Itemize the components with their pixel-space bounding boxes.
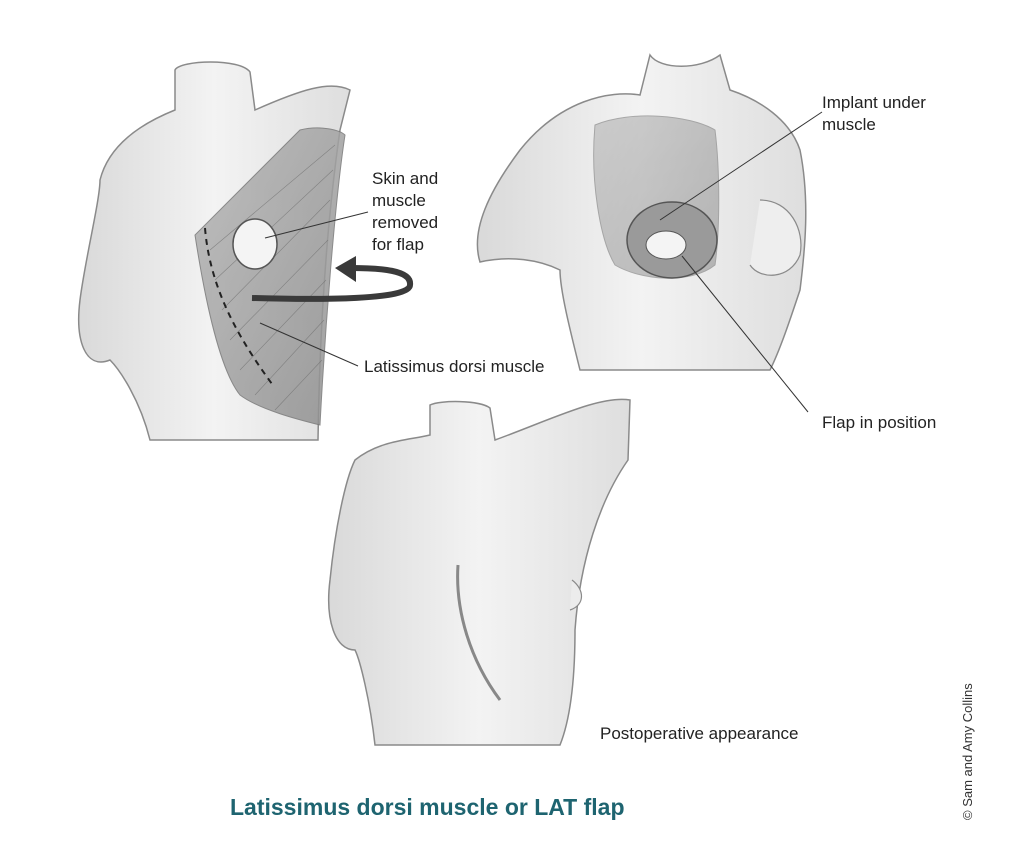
arrow-head — [335, 256, 356, 282]
label-implant-under-muscle: Implant under muscle — [822, 93, 926, 134]
label-skin-muscle-removed: Skin and muscle removed for flap — [372, 169, 439, 254]
leader-line-implant — [659, 111, 823, 221]
implant — [645, 230, 687, 260]
label-flap-in-position: Flap in position — [822, 413, 937, 432]
latissimus-muscle — [194, 127, 346, 426]
leader-line-lat — [259, 322, 359, 367]
copyright-notice: © Sam and Amy Collins — [960, 683, 975, 820]
leader-line-skin — [264, 211, 369, 239]
flap-excision-area — [232, 218, 278, 270]
label-postoperative: Postoperative appearance — [600, 724, 799, 743]
postop-torso — [328, 398, 631, 746]
front-view-illustration — [476, 53, 823, 413]
flap-transfer-arrow — [251, 265, 413, 302]
muscle-fibers — [209, 144, 336, 411]
postop-view-illustration — [328, 398, 631, 746]
postop-breast — [569, 579, 583, 611]
incision-line — [204, 227, 273, 385]
label-latissimus-dorsi: Latissimus dorsi muscle — [364, 357, 545, 376]
breast — [749, 199, 802, 276]
figure-title: Latissimus dorsi muscle or LAT flap — [230, 794, 625, 820]
postop-scar — [456, 564, 502, 701]
leader-line-flap — [681, 255, 809, 413]
back-view-illustration — [78, 61, 413, 441]
